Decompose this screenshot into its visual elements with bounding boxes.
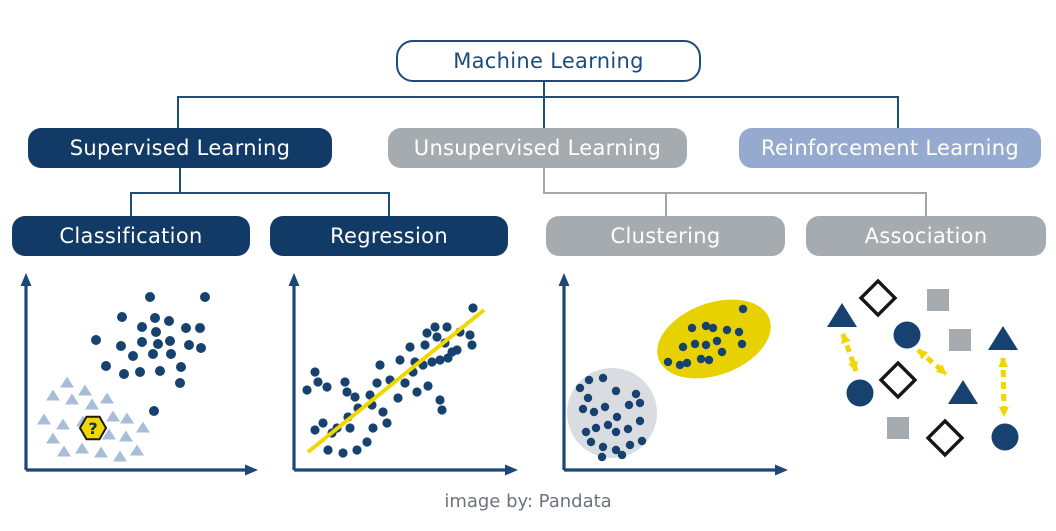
- node-machine-learning: Machine Learning: [396, 40, 701, 82]
- node-reinforcement-learning: Reinforcement Learning: [739, 128, 1041, 168]
- clustering-scatter-plot: [558, 273, 788, 476]
- axes: [288, 273, 518, 476]
- classification-scatter-plot: ?: [20, 273, 258, 476]
- cluster-0: [567, 368, 657, 462]
- root-connectors: [177, 78, 899, 130]
- node-association: Association: [806, 216, 1046, 256]
- association-shapes: [827, 278, 1019, 458]
- association-shapes-plot: [827, 278, 1019, 458]
- node-supervised-learning: Supervised Learning: [28, 128, 332, 168]
- node-clustering: Clustering: [546, 216, 785, 256]
- axes: [558, 273, 788, 476]
- regression-fit-line: [306, 308, 486, 454]
- association-links: [840, 333, 1009, 417]
- axes: [20, 273, 258, 476]
- image-credit-caption: image by: Pandata: [444, 491, 612, 512]
- node-unsupervised-learning: Unsupervised Learning: [388, 128, 687, 168]
- circle-class-points: [91, 292, 210, 416]
- cluster-1: [657, 299, 771, 379]
- svg-text:?: ?: [88, 419, 97, 438]
- unsupervised-connectors: [543, 168, 927, 218]
- regression-points: [302, 303, 478, 458]
- triangle-class-points: [37, 376, 150, 462]
- query-hexagon: ?: [78, 415, 108, 441]
- node-regression: Regression: [270, 216, 508, 256]
- supervised-connectors: [130, 168, 390, 218]
- regression-scatter-plot: [288, 273, 518, 476]
- node-classification: Classification: [12, 216, 250, 256]
